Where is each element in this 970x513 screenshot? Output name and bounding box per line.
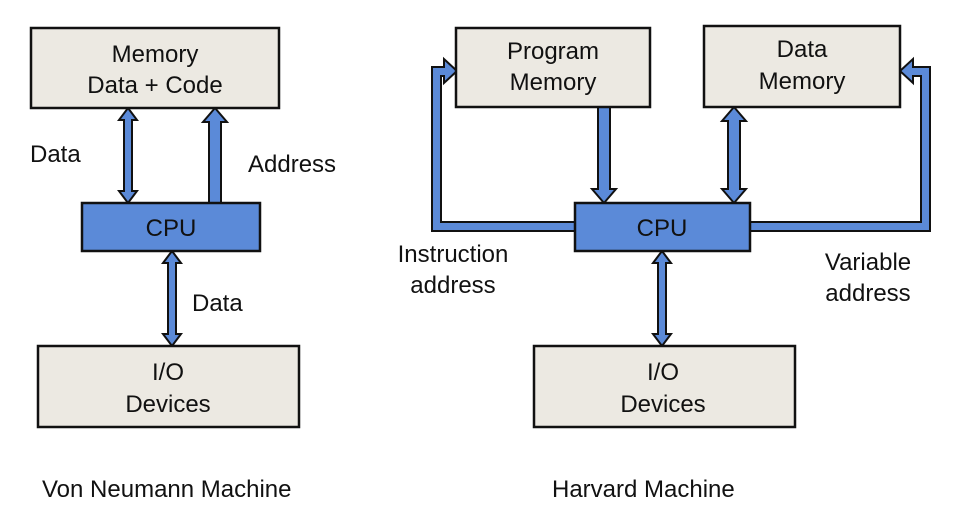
vn-cpu-label: CPU bbox=[146, 215, 197, 242]
hv-data-memory-box bbox=[702, 24, 902, 109]
hv-instruction-address-label-line2: address bbox=[410, 272, 495, 299]
hv-data-memory-subtitle: Memory bbox=[759, 68, 846, 95]
vn-io-subtitle: Devices bbox=[125, 391, 210, 418]
hv-caption: Harvard Machine bbox=[552, 476, 735, 503]
vn-io-box bbox=[36, 344, 301, 429]
hv-cpu-box bbox=[573, 201, 752, 253]
hv-io-subtitle: Devices bbox=[620, 391, 705, 418]
vn-memory-data-arrow bbox=[117, 106, 139, 205]
vn-memory-title: Memory bbox=[112, 41, 199, 68]
hv-io-arrow bbox=[651, 249, 673, 348]
hv-variable-address-arrow bbox=[749, 56, 931, 232]
vn-io-title: I/O bbox=[152, 359, 184, 386]
vn-memory-subtitle: Data + Code bbox=[87, 72, 222, 99]
hv-cpu-label: CPU bbox=[637, 215, 688, 242]
hv-program-memory-title: Program bbox=[507, 38, 599, 65]
vn-address-arrow bbox=[200, 106, 230, 204]
hv-data-memory-arrow bbox=[719, 105, 749, 205]
vn-caption: Von Neumann Machine bbox=[42, 476, 292, 503]
hv-instruction-address-label-line1: Instruction bbox=[398, 241, 509, 268]
vn-memory-box bbox=[29, 26, 281, 110]
hv-program-memory-to-cpu-arrow bbox=[589, 106, 619, 205]
hv-io-title: I/O bbox=[647, 359, 679, 386]
vn-cpu-box bbox=[80, 201, 262, 253]
vn-address-label: Address bbox=[248, 151, 336, 178]
vn-io-data-arrow bbox=[161, 249, 183, 348]
hv-variable-address-label-line1: Variable bbox=[825, 249, 911, 276]
hv-data-memory-title: Data bbox=[777, 36, 828, 63]
harvard-diagram: Program Memory Data Memory CPU I/O Devic… bbox=[398, 24, 931, 503]
hv-instruction-address-arrow bbox=[431, 56, 576, 232]
hv-program-memory-box bbox=[454, 26, 652, 109]
von-neumann-diagram: Memory Data + Code CPU I/O Devices Data … bbox=[29, 26, 336, 503]
hv-io-box bbox=[532, 344, 797, 429]
vn-data-label: Data bbox=[30, 141, 81, 168]
hv-variable-address-label-line2: address bbox=[825, 280, 910, 307]
hv-program-memory-subtitle: Memory bbox=[510, 69, 597, 96]
vn-io-data-label: Data bbox=[192, 290, 243, 317]
